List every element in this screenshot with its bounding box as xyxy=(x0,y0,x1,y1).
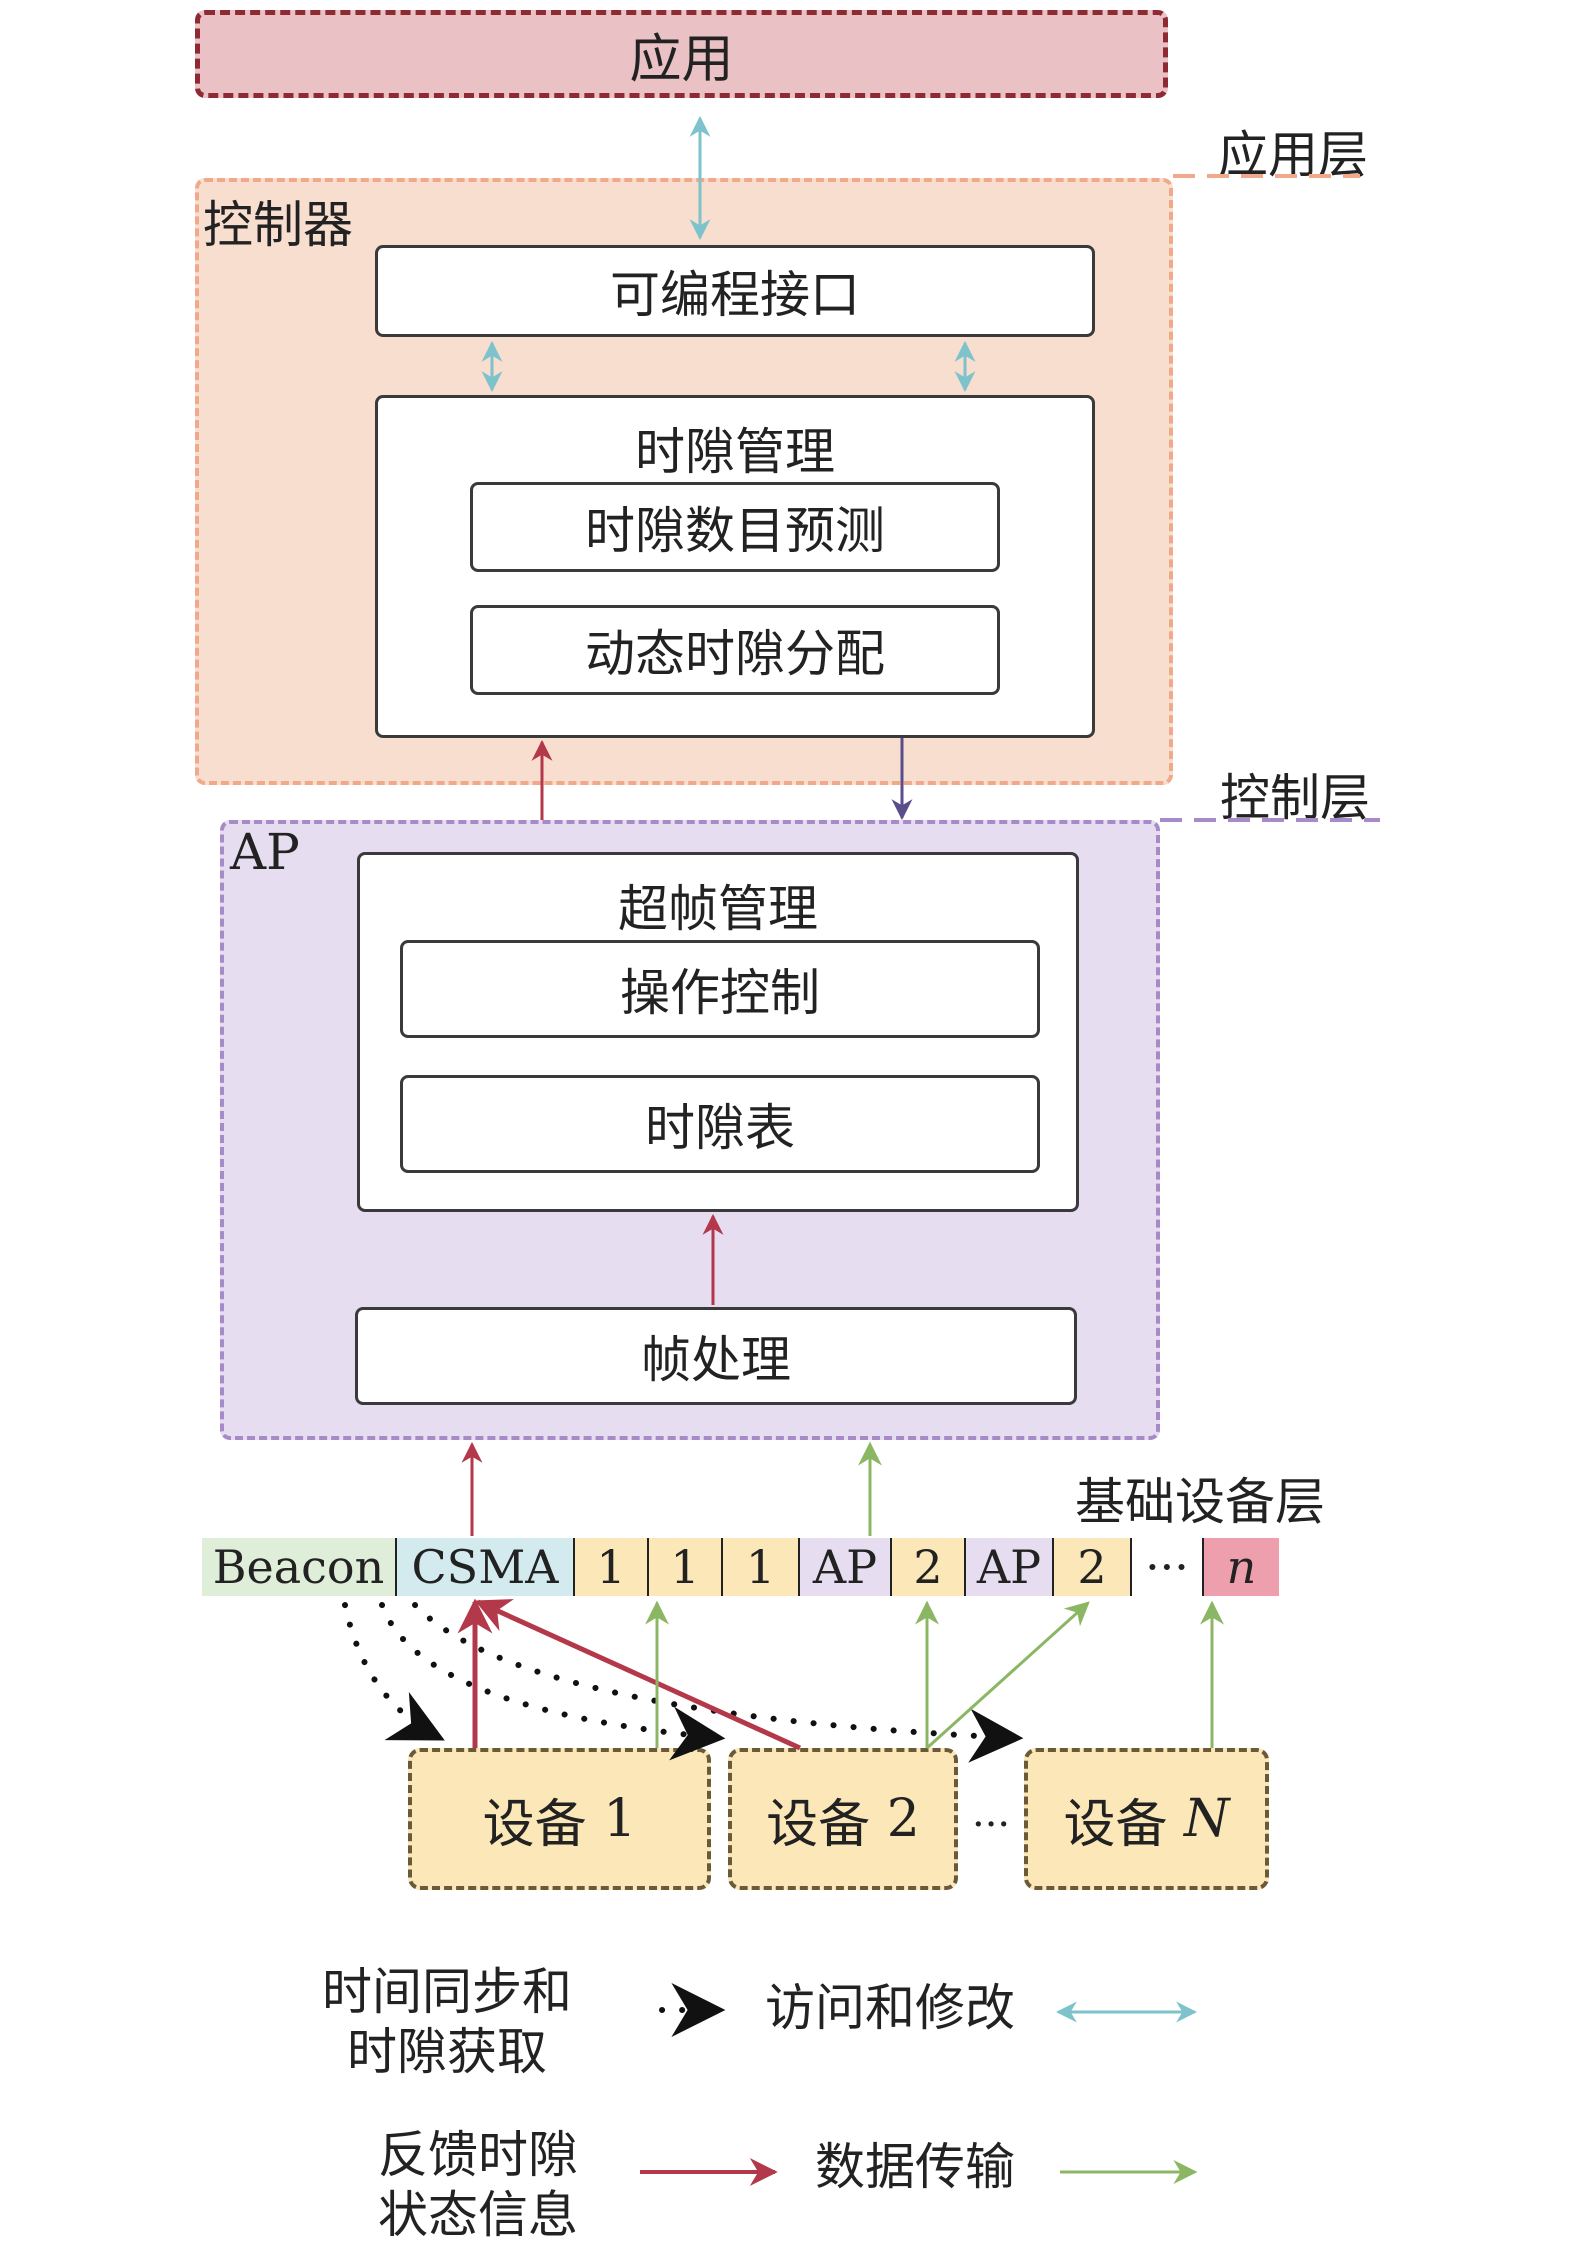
control-layer-label: 控制层 xyxy=(1220,769,1370,827)
slot-device-1: 1 xyxy=(575,1538,649,1596)
device-2-box: 设备 2 xyxy=(728,1748,958,1890)
operation-control-box: 操作控制 xyxy=(400,940,1040,1038)
app-box: 应用 xyxy=(195,10,1168,98)
device-n-box: 设备 N xyxy=(1024,1748,1269,1890)
slot-management-title: 时隙管理 xyxy=(635,423,835,481)
device-2-index: 2 xyxy=(886,1789,920,1849)
operation-control-label: 操作控制 xyxy=(620,964,820,1022)
sync-dotted-curve-1 xyxy=(342,1602,445,1741)
device-2-name: 设备 xyxy=(766,1794,871,1855)
slot-table-box: 时隙表 xyxy=(400,1075,1040,1173)
slot-csma: CSMA xyxy=(397,1538,575,1596)
frame-processing-box: 帧处理 xyxy=(355,1307,1077,1405)
slot-device-1: 1 xyxy=(723,1538,800,1596)
infra-layer-label: 基础设备层 xyxy=(1075,1473,1325,1531)
device-1-name: 设备 xyxy=(482,1794,587,1855)
slot-count-prediction-box: 时隙数目预测 xyxy=(470,482,1000,572)
legend-data-text: 数据传输 xyxy=(815,2138,1015,2196)
dynamic-slot-allocation-box: 动态时隙分配 xyxy=(470,605,1000,695)
dynamic-slot-allocation-label: 动态时隙分配 xyxy=(585,625,885,683)
device-n-name: 设备 xyxy=(1063,1794,1168,1855)
slot-device-1: 1 xyxy=(649,1538,723,1596)
device-1-box: 设备 1 xyxy=(408,1748,711,1890)
sync-dotted-curve-2 xyxy=(379,1602,726,1761)
device2-data-arrow-b xyxy=(925,1601,1090,1750)
ap-label: AP xyxy=(230,823,300,881)
slot-count-prediction-label: 时隙数目预测 xyxy=(585,502,885,560)
slot-ellipsis: ··· xyxy=(1132,1538,1204,1596)
slot-device-2: 2 xyxy=(1054,1538,1132,1596)
superframe-management-title: 超帧管理 xyxy=(618,880,818,938)
slot-ap: AP xyxy=(800,1538,892,1596)
device-n-index: N xyxy=(1184,1789,1230,1849)
frame-processing-label: 帧处理 xyxy=(641,1331,791,1389)
slot-ap: AP xyxy=(966,1538,1054,1596)
programmable-interface-label: 可编程接口 xyxy=(610,266,860,324)
slot-device-n: n xyxy=(1204,1538,1279,1596)
device-1-index: 1 xyxy=(603,1789,637,1849)
legend-feedback-text: 反馈时隙 状态信息 xyxy=(378,2126,578,2241)
device-ellipsis: ··· xyxy=(972,1802,1011,1848)
slot-table-label: 时隙表 xyxy=(645,1099,795,1157)
app-label: 应用 xyxy=(629,29,734,90)
slot-device-2: 2 xyxy=(892,1538,966,1596)
legend-access-text: 访问和修改 xyxy=(765,1979,1015,2037)
controller-label: 控制器 xyxy=(203,196,353,254)
slot-beacon: Beacon xyxy=(202,1538,397,1596)
programmable-interface-box: 可编程接口 xyxy=(375,245,1095,337)
legend-sync-text: 时间同步和 时隙获取 xyxy=(322,1963,572,2081)
device2-feedback-arrow xyxy=(474,1599,802,1751)
